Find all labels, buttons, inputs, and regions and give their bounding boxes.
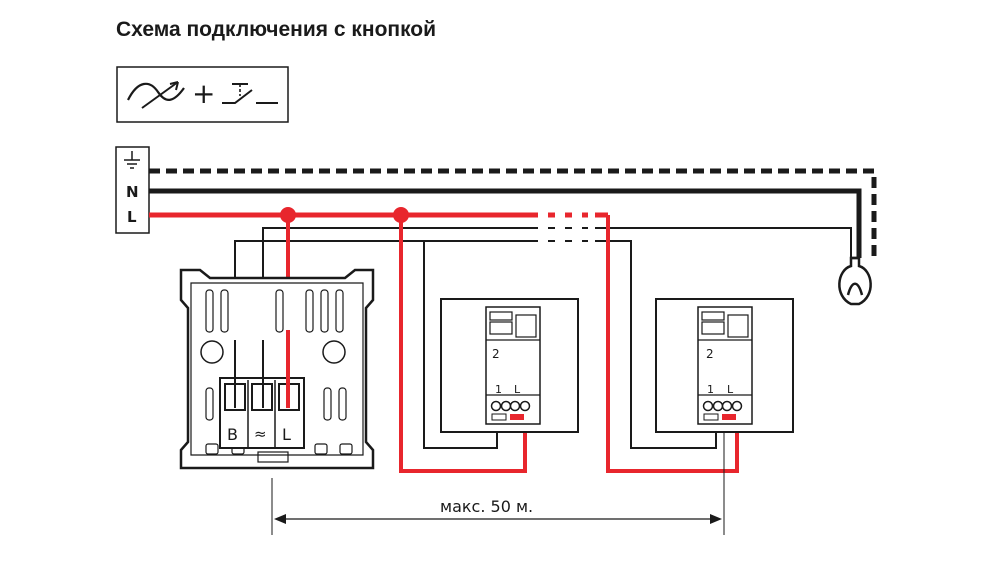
pb1-terminal-1: 1 [495, 383, 502, 396]
distance-dimension [271, 432, 725, 535]
dimmer-mechanism: B ≈ L [179, 268, 375, 470]
neutral-label: N [126, 183, 139, 201]
distance-label: макс. 50 м. [440, 497, 533, 516]
dimmer-terminal-load: ≈ [254, 425, 267, 443]
symbol-plus: + [192, 77, 215, 110]
live-junction-1 [280, 207, 296, 223]
pb2-terminal-1: 1 [707, 383, 714, 396]
supply-terminal: N L [115, 146, 150, 234]
push-button-2: 2 1 L [655, 298, 794, 433]
page-title: Схема подключения с кнопкой [116, 18, 437, 41]
pb2-terminal-2: 2 [706, 347, 714, 361]
push-button-symbol-icon [222, 83, 278, 104]
push-button-1: 2 1 L [440, 298, 579, 433]
dimmer-terminal-l: L [282, 425, 291, 444]
earth-wire [149, 168, 877, 258]
pb1-terminal-l: L [514, 383, 521, 396]
pb1-terminal-2: 2 [492, 347, 500, 361]
dimmer-terminal-b: B [227, 425, 238, 444]
neutral-wire [149, 188, 862, 258]
live-junction-2 [393, 207, 409, 223]
dimmer-symbol-icon [127, 81, 185, 109]
symbol-box: + [116, 66, 289, 123]
ground-icon [124, 151, 140, 169]
pb2-terminal-l: L [727, 383, 734, 396]
lamp-icon [838, 256, 872, 306]
live-label: L [127, 208, 137, 226]
